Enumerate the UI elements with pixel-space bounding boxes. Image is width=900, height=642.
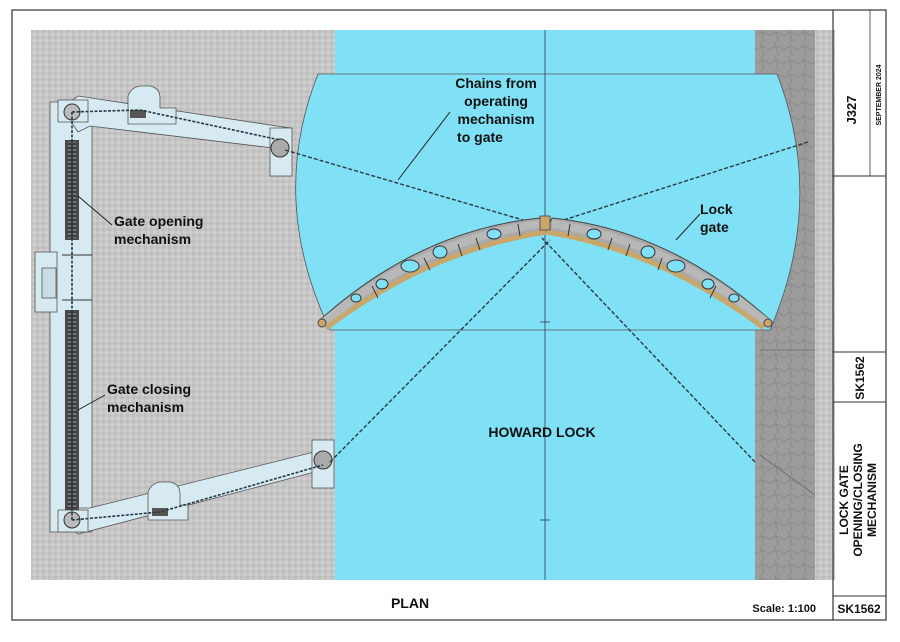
mechanism-chains [71, 109, 324, 521]
mitre-post [539, 215, 551, 231]
label-chains: Chains from operating mechanism to gate [455, 75, 541, 145]
lock-gate-left [317, 217, 547, 331]
drawing-number: SK1562 [837, 602, 881, 616]
drawing-title-line-2: OPENING/CLOSING [851, 443, 865, 556]
job-number: J327 [844, 96, 859, 125]
title-block: J327 SEPTEMBER 2024 SK1562 LOCK GATE OPE… [832, 10, 886, 620]
chains-to-gate [284, 141, 809, 463]
label-gate-opening: Gate opening mechanism [114, 213, 207, 247]
sheet-reference: SK1562 [853, 356, 867, 400]
drawing-title-line-1: LOCK GATE [837, 465, 851, 535]
chain-upper-right [547, 141, 809, 226]
drawing-title-line-3: MECHANISM [865, 463, 879, 537]
label-howard-lock: HOWARD LOCK [488, 424, 595, 440]
plan-drawing: Chains from operating mechanism to gate … [31, 30, 835, 580]
scale-note: Scale: 1:100 [752, 603, 816, 615]
chain-upper-left [284, 149, 541, 226]
view-title: PLAN [391, 595, 429, 611]
drawing-date: SEPTEMBER 2024 [876, 64, 883, 125]
chain-lower-right [541, 237, 756, 463]
chain-lower-left [329, 239, 551, 463]
label-gate-closing: Gate closing mechanism [107, 381, 195, 415]
label-lock-gate: Lock gate [700, 201, 737, 235]
lock-gate-right [545, 217, 773, 331]
